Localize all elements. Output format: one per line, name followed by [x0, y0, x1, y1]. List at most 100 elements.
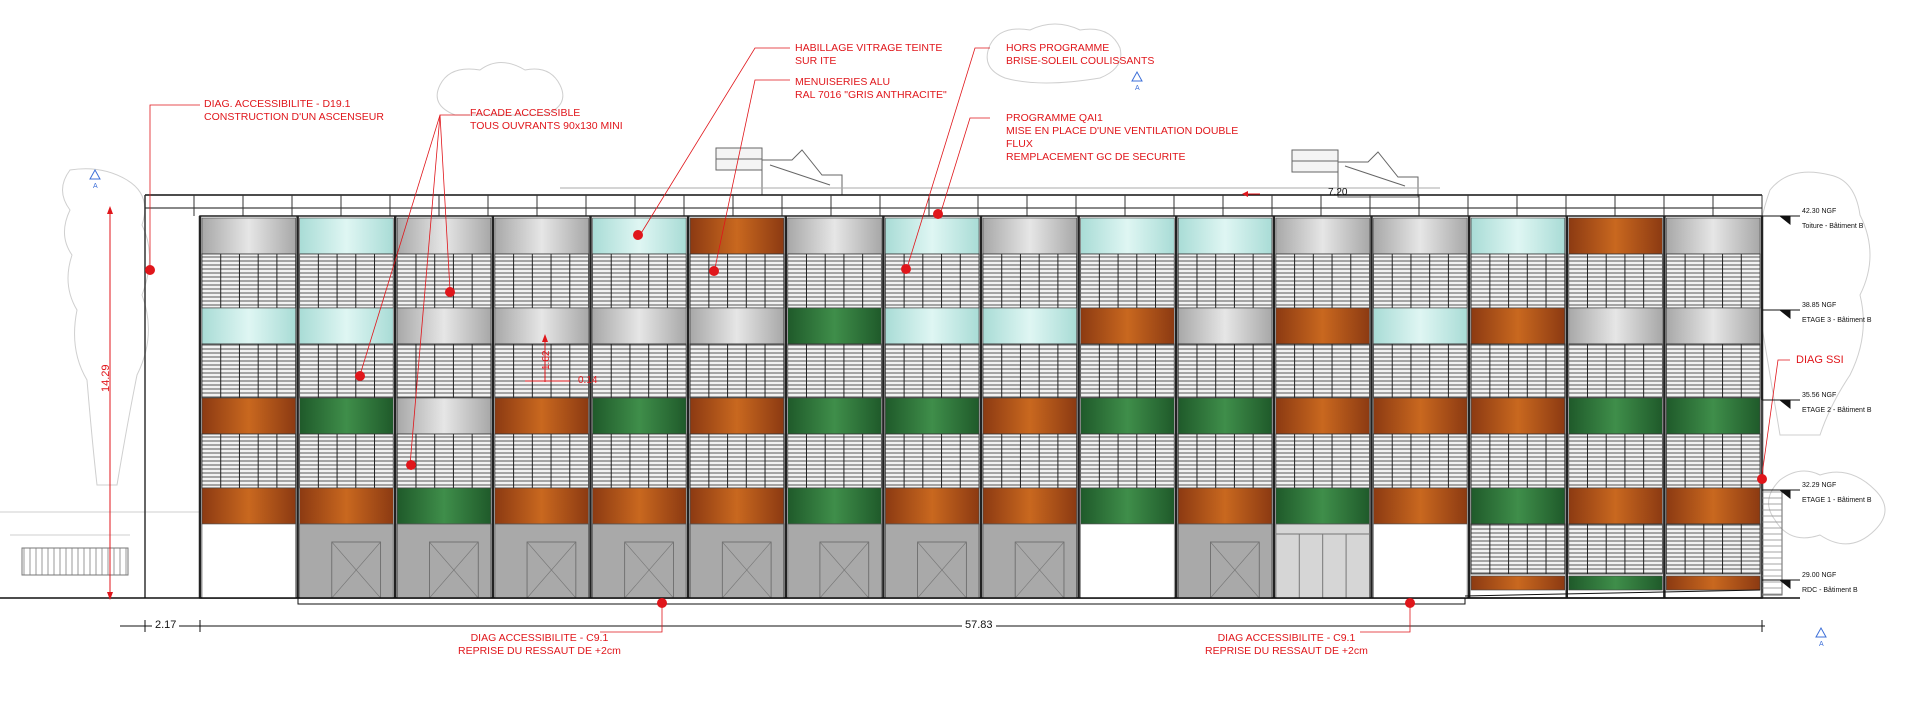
facade-panel: [494, 397, 589, 435]
facade-panel: [1470, 307, 1566, 345]
facade-panel: [982, 487, 1077, 525]
sunshade-louvers: [299, 253, 394, 309]
facade-panel: [982, 217, 1077, 255]
roof-equipment: [560, 147, 1440, 198]
facade-panel: [1373, 217, 1468, 255]
facade-panel: [689, 217, 785, 255]
dimension-window-height: 1.62: [541, 350, 552, 370]
facade-panel: [1666, 217, 1761, 255]
facade-panel: [689, 397, 785, 435]
facade-panel: [1373, 307, 1468, 345]
ground-floor-panel: [592, 523, 687, 599]
sunshade-louvers: [1080, 433, 1175, 489]
sunshade-louvers: [689, 253, 785, 309]
sunshade-louvers: [494, 433, 589, 489]
red-dot-marker-icon: [933, 209, 943, 219]
facade-panel: [1568, 575, 1663, 591]
ground-floor-panel: [787, 523, 882, 599]
facade-panel: [1177, 307, 1273, 345]
facade-panel: [1470, 217, 1566, 255]
sunshade-louvers: [1275, 253, 1370, 309]
sunshade-louvers: [592, 253, 687, 309]
dimension-total-height: 14.29: [100, 364, 112, 392]
note-line: SUR ITE: [795, 55, 837, 67]
level-marker-icon: [1778, 489, 1791, 500]
level-label-toiture: 42.30 NGF Toiture - Bâtiment B: [1802, 207, 1863, 231]
ground-floor-opening: [1373, 523, 1468, 599]
sunshade-louvers: [982, 343, 1078, 399]
facade-panel: [299, 487, 394, 525]
facade-panel: [689, 487, 785, 525]
facade-panel: [396, 217, 492, 255]
note-line: CONSTRUCTION D'UN ASCENSEUR: [204, 111, 384, 123]
level-name: ETAGE 3 - Bâtiment B: [1802, 317, 1872, 324]
level-name: Toiture - Bâtiment B: [1802, 223, 1864, 230]
left-wall: [0, 195, 200, 598]
facade-panel: [1470, 575, 1566, 591]
dimension-left-offset: 2.17: [152, 619, 180, 631]
level-marker-icon: [1778, 309, 1791, 320]
facade-bays: [198, 215, 1764, 599]
sunshade-louvers: [787, 343, 882, 399]
dimension-lines: [107, 191, 1765, 632]
ground-floor-panel: [689, 523, 785, 599]
sunshade-louvers: [1470, 253, 1566, 309]
red-dot-marker-icon: [445, 287, 455, 297]
note-line: HABILLAGE VITRAGE TEINTE: [795, 42, 943, 54]
red-dot-markers: [145, 209, 1767, 608]
red-dot-marker-icon: [901, 264, 911, 274]
facade-panel: [592, 397, 687, 435]
facade-panel: [1177, 217, 1273, 255]
ground-floor-panel: [299, 523, 394, 599]
facade-panel: [1568, 487, 1663, 525]
revision-triangle-icon: [1131, 70, 1143, 82]
facade-panel: [787, 217, 882, 255]
facade-panel: [1080, 487, 1175, 525]
note-line: BRISE-SOLEIL COULISSANTS: [1006, 55, 1155, 67]
revision-letter: A: [93, 183, 98, 190]
revision-letter: A: [1819, 641, 1824, 648]
facade-panel: [201, 217, 296, 255]
note-ressaut-left: DIAG ACCESSIBILITE - C9.1 REPRISE DU RES…: [458, 632, 621, 658]
facade-panel: [982, 307, 1077, 345]
note-line: DIAG ACCESSIBILITE - C9.1: [470, 632, 609, 644]
facade-panel: [1666, 487, 1761, 525]
note-line: REMPLACEMENT GC DE SECURITE: [1006, 151, 1186, 163]
ground-louvers: [1568, 523, 1663, 575]
facade-panel: [1275, 217, 1370, 255]
facade-panel: [299, 217, 394, 255]
facade-panel: [982, 397, 1077, 435]
sunshade-louvers: [1177, 253, 1273, 309]
ground-floor-panel: [1177, 523, 1273, 599]
sunshade-louvers: [689, 343, 785, 399]
sunshade-louvers: [1177, 433, 1273, 489]
tree-outlines: [62, 23, 1886, 545]
facade-panel: [494, 307, 589, 345]
dimension-total-width: 57.83: [962, 619, 996, 631]
level-marker-icon: [1778, 215, 1791, 226]
facade-panel: [689, 307, 785, 345]
revision-marks: [89, 70, 1827, 638]
facade-panel: [1373, 487, 1468, 525]
level-label-etage3: 38.85 NGF ETAGE 3 - Bâtiment B: [1802, 301, 1872, 325]
sunshade-louvers: [1373, 433, 1468, 489]
note-habillage: HABILLAGE VITRAGE TEINTE SUR ITE: [795, 42, 942, 68]
note-line: MISE EN PLACE D'UNE VENTILATION DOUBLE: [1006, 125, 1239, 137]
facade-panel: [1373, 397, 1468, 435]
ground-floor-opening: [201, 523, 296, 599]
note-line: HORS PROGRAMME: [1006, 42, 1110, 54]
note-programme-qai: PROGRAMME QAI1 MISE EN PLACE D'UNE VENTI…: [1006, 112, 1238, 164]
level-label-etage2: 35.56 NGF ETAGE 2 - Bâtiment B: [1802, 391, 1872, 415]
red-dot-marker-icon: [709, 266, 719, 276]
facade-panel: [1666, 397, 1761, 435]
sunshade-louvers: [1568, 433, 1663, 489]
dimension-roof-setback: 7.20: [1328, 187, 1348, 198]
sunshade-louvers: [1080, 253, 1175, 309]
sunshade-louvers: [396, 253, 492, 309]
note-line: DIAG. ACCESSIBILITE - D19.1: [204, 98, 351, 110]
facade-panel: [1080, 217, 1175, 255]
facade-panel: [201, 487, 296, 525]
note-line: REPRISE DU RESSAUT DE +2cm: [1205, 645, 1368, 657]
level-marker-icon: [1778, 399, 1791, 410]
